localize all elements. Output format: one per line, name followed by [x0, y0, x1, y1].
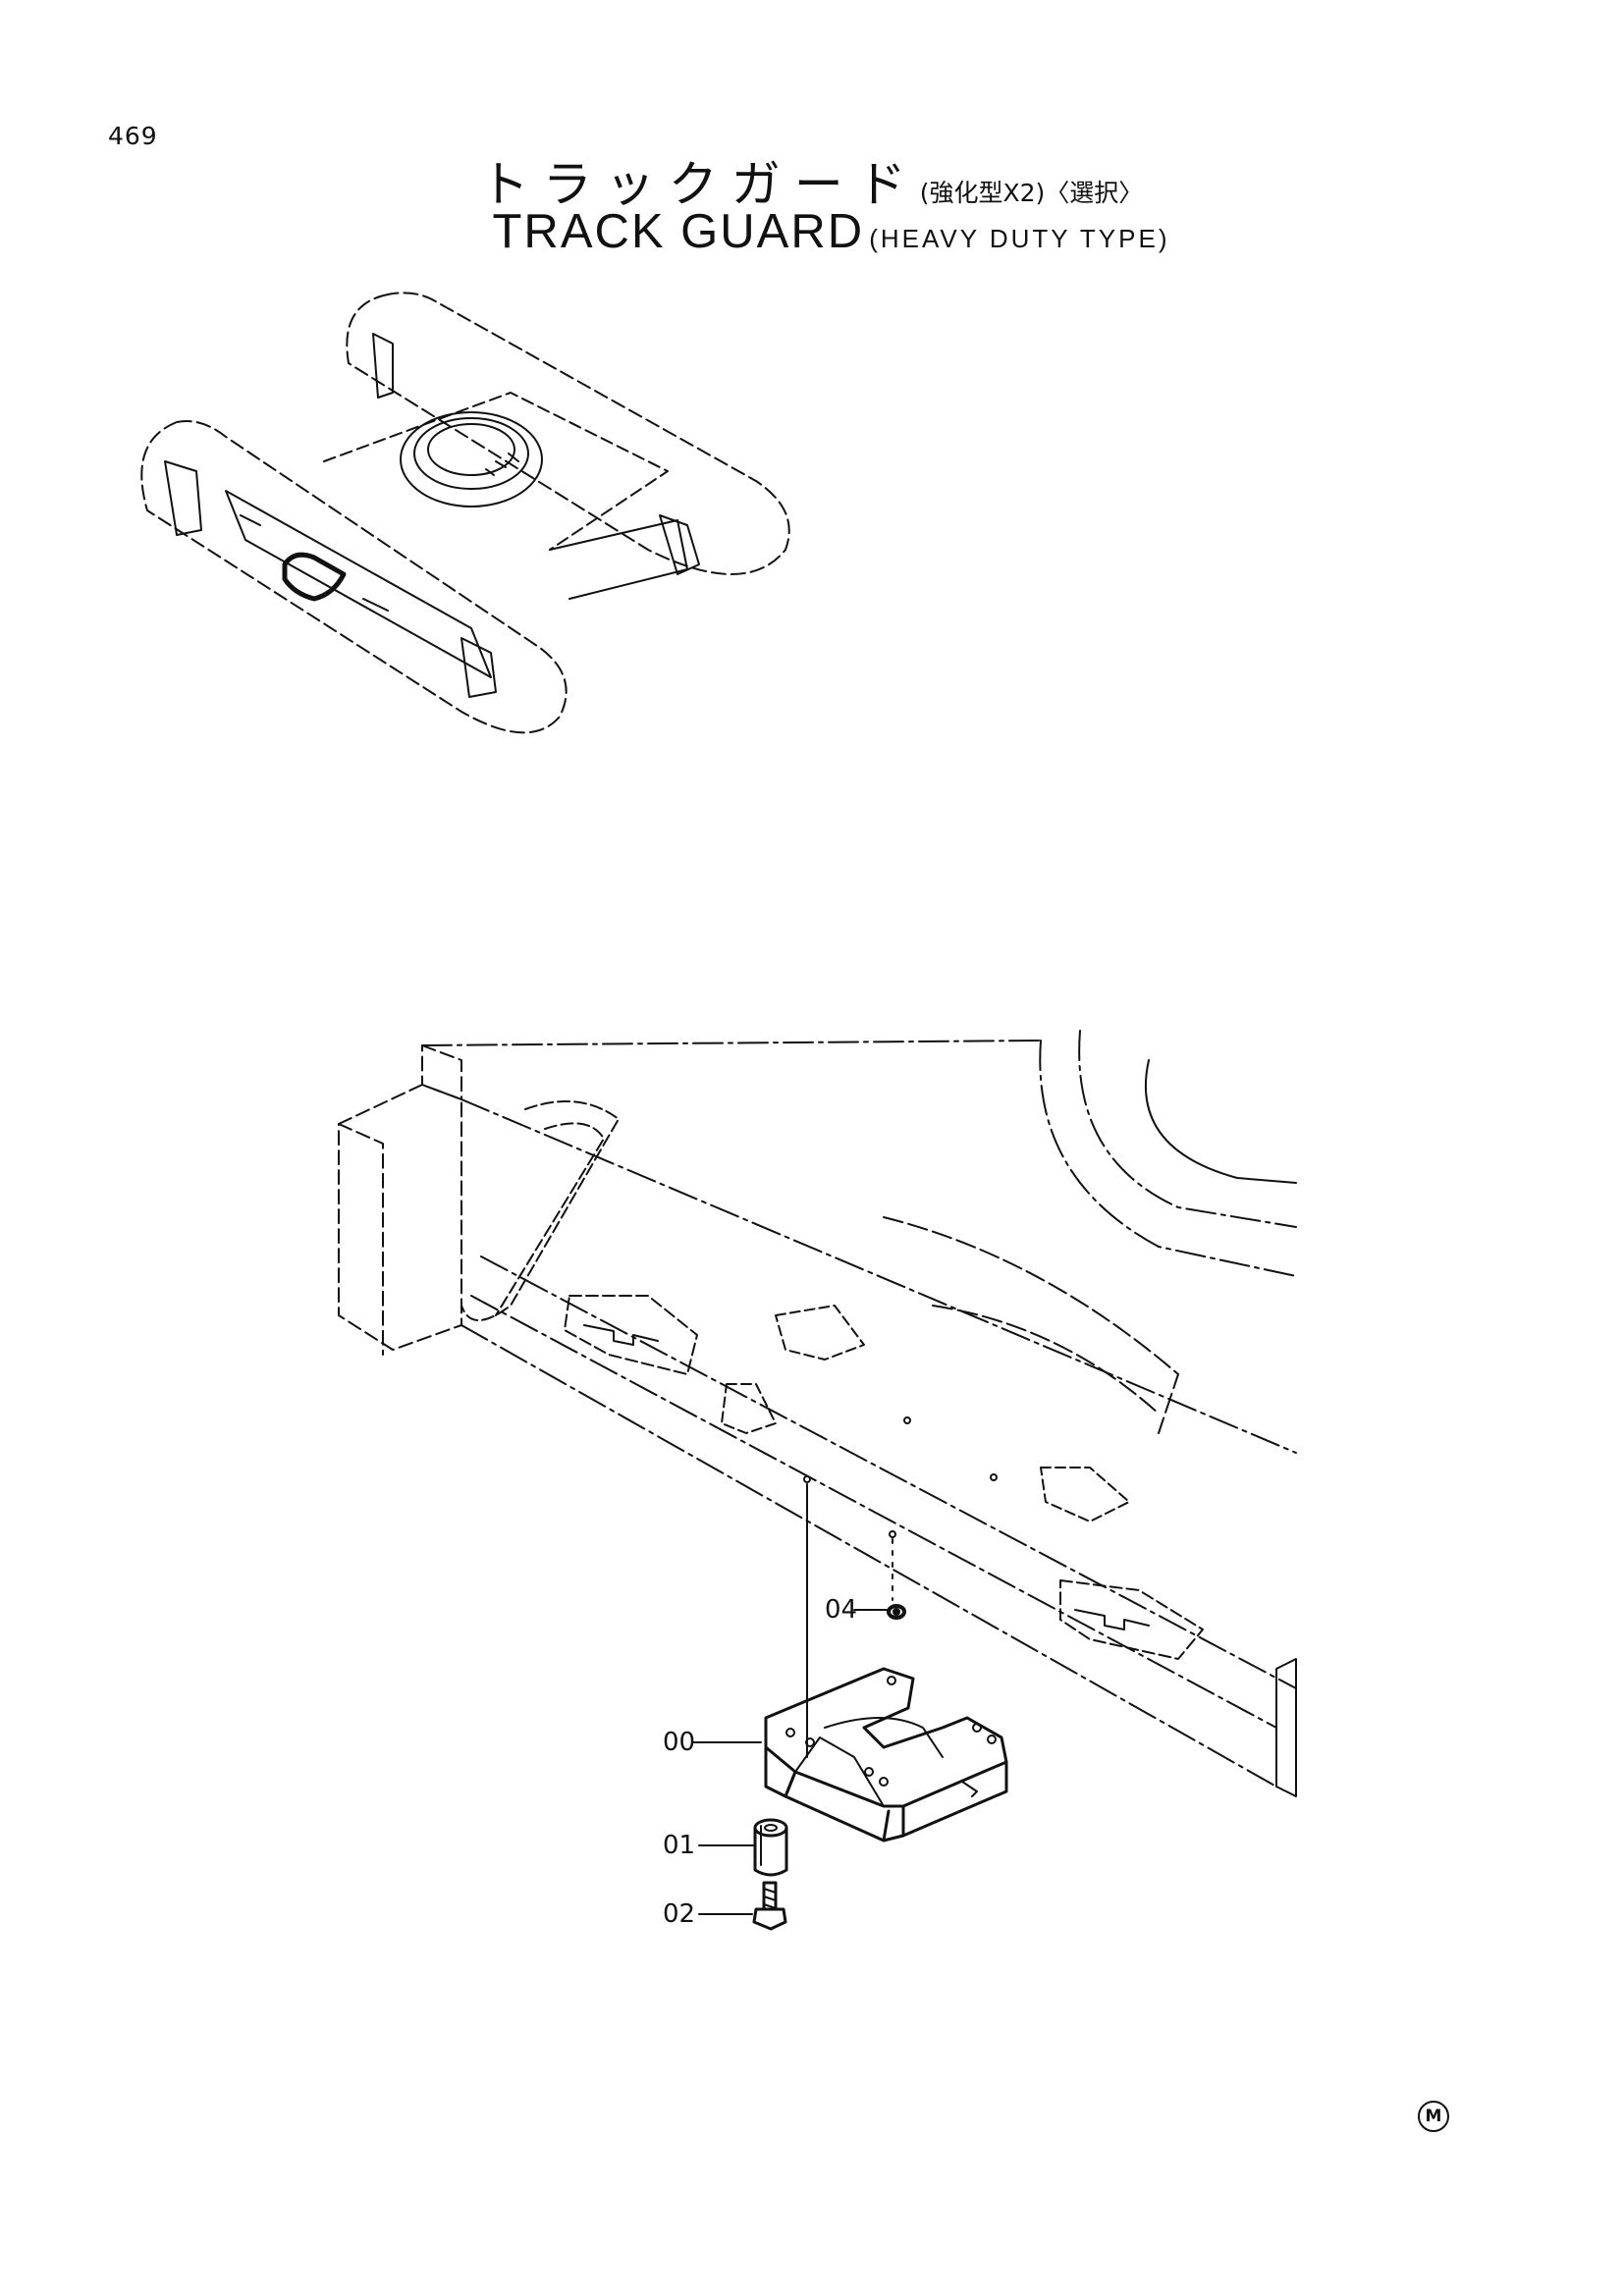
undercarriage-overview	[140, 292, 790, 734]
title-ja-sub: (強化型X2)〈選択〉	[919, 179, 1144, 207]
callout-01: 01	[663, 1831, 696, 1860]
callout-02: 02	[663, 1899, 696, 1929]
spacer-01	[698, 1818, 788, 1877]
bolt-02	[698, 1881, 787, 1931]
title-en-sub: (HEAVY DUTY TYPE)	[869, 224, 1170, 253]
page-number: 469	[108, 122, 158, 150]
track-guard-00	[691, 1667, 1008, 1842]
callout-04: 04	[825, 1595, 858, 1625]
exploded-parts	[691, 1483, 1008, 1931]
track-frame-detail	[338, 1030, 1297, 1797]
callout-00: 00	[663, 1728, 696, 1757]
title-ja-main: トラックガード	[479, 156, 920, 213]
title-en-main: TRACK GUARD	[492, 205, 865, 258]
title-japanese: トラックガード(強化型X2)〈選択〉	[0, 145, 1623, 216]
nut-04	[853, 1604, 906, 1620]
title-english: TRACK GUARD (HEAVY DUTY TYPE)	[0, 204, 1623, 259]
manufacturer-mark: M	[1418, 2101, 1449, 2132]
